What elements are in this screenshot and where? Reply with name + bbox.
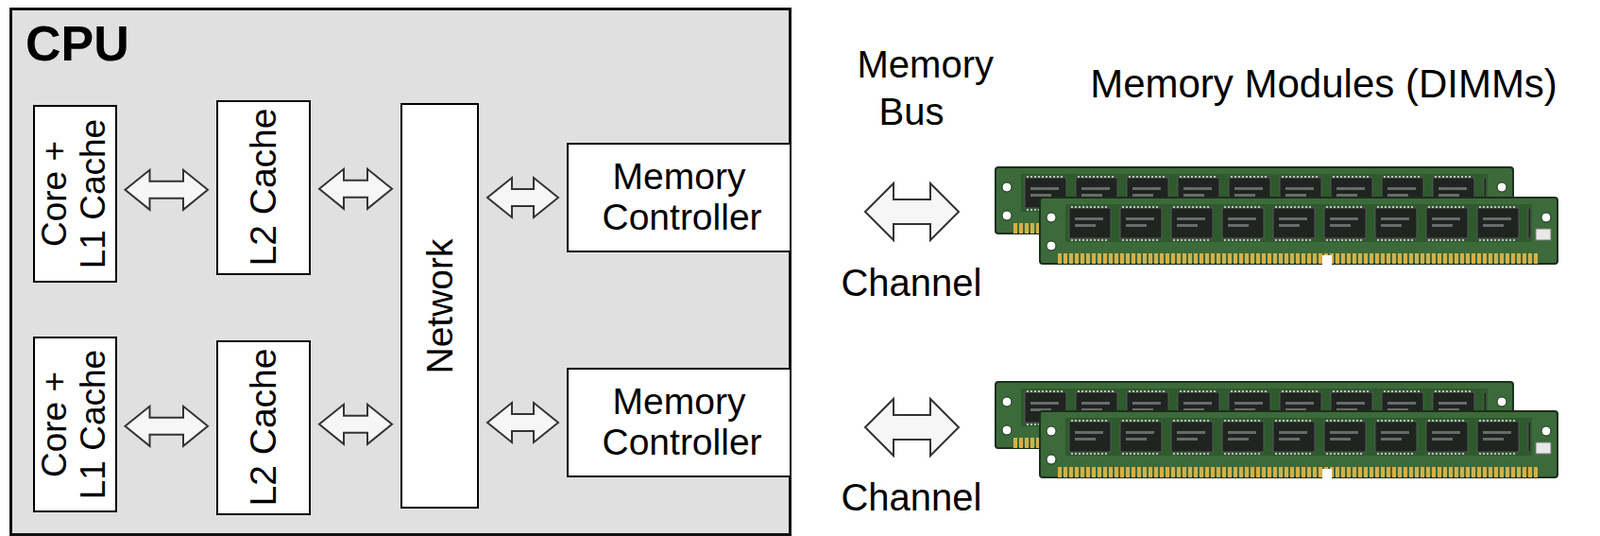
section-heading: Memory Modules (DIMMs) xyxy=(1089,59,1559,110)
component-label: Memory Controller xyxy=(602,381,757,463)
component-label: Memory Controller xyxy=(602,156,757,239)
double-arrow xyxy=(487,177,559,218)
dimm-module xyxy=(1039,197,1558,265)
dimm-group xyxy=(995,381,1558,478)
component-label: L2 Cache xyxy=(243,107,285,268)
channel-arrow xyxy=(865,398,959,456)
package-title: CPU xyxy=(25,16,130,73)
channel-arrow xyxy=(865,183,959,240)
bus-label: Memory Bus xyxy=(857,40,967,136)
component-box: L2 Cache xyxy=(216,100,311,275)
dimm-group xyxy=(995,167,1558,265)
double-arrow xyxy=(487,402,559,443)
component-label: L2 Cache xyxy=(243,347,285,508)
component-box: Memory Controller xyxy=(566,367,792,477)
component-label: Core + L1 Cache xyxy=(35,118,113,271)
bus-label: Channel xyxy=(840,473,984,521)
dimm-module xyxy=(1039,410,1558,478)
double-arrow xyxy=(125,406,209,446)
bus-label: Channel xyxy=(840,258,984,307)
double-arrow xyxy=(319,404,392,444)
component-box: Network xyxy=(400,102,479,509)
component-box: Core + L1 Cache xyxy=(33,336,118,512)
double-arrow xyxy=(319,169,392,209)
double-arrow xyxy=(125,170,209,210)
component-box: Core + L1 Cache xyxy=(33,104,118,283)
component-label: Core + L1 Cache xyxy=(35,348,113,501)
component-box: Memory Controller xyxy=(566,142,792,253)
component-label: Network xyxy=(419,237,460,375)
component-box: L2 Cache xyxy=(216,340,311,515)
cpu-package: CPUCore + L1 CacheL2 CacheCore + L1 Cach… xyxy=(9,7,792,536)
